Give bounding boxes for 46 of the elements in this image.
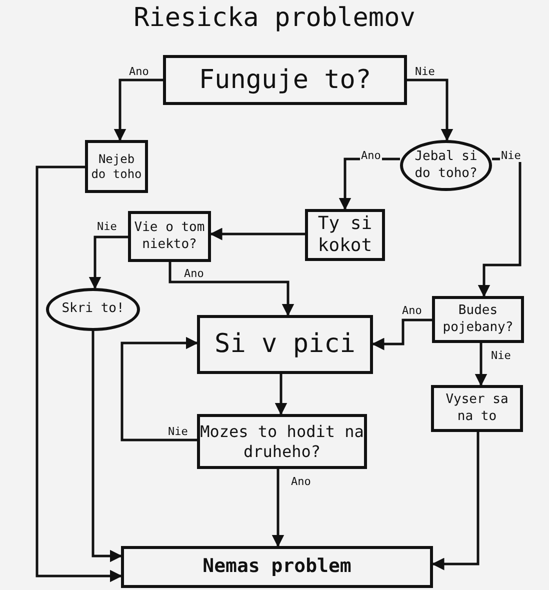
node-text: Skri to! [62,301,124,318]
arrow [88,236,128,290]
arrow [474,343,488,386]
edge-label: Ano [183,268,205,280]
node-text: Vie o tom niekto? [133,220,206,253]
arrow [92,331,122,562]
edge-label: Ano [290,476,312,488]
arrow [432,432,480,570]
arrow [120,336,198,442]
arrow [338,158,400,210]
arrow [272,469,284,548]
diagram-title: Riesicka problemov [132,2,416,35]
node-text: Mozes to hodit na druheho? [200,422,364,462]
edge-label: Nie [490,350,512,362]
arrow [372,318,432,350]
arrow [210,228,305,240]
edge-label: Nie [96,221,118,234]
process-box [121,546,433,588]
arrow [407,78,454,142]
node-text: Funguje to? [198,64,372,96]
arrow [168,262,294,316]
process-box [197,315,373,374]
edge-label: Nie [500,150,522,162]
edge-label: Ano [128,66,150,78]
process-box [163,55,407,105]
arrow [274,374,288,416]
node-text: Jebal si do toho? [414,149,478,182]
node-text: Ty si kokot [316,212,374,258]
node-text: Vyser sa na to [444,392,510,425]
edge-label: Ano [401,305,423,318]
process-box [432,296,524,343]
node-text: Budes pojebany? [442,303,514,336]
edge-label: Nie [167,426,189,438]
edge-label: Ano [360,150,382,162]
arrow [36,166,122,582]
node-text: Si v pici [214,328,356,361]
node-text: Nemas problem [202,555,352,579]
process-box [128,211,211,262]
edge-label: Nie [414,66,436,78]
arrow [114,78,163,142]
process-box [85,140,148,193]
process-box [305,209,385,261]
process-box [431,385,523,432]
arrow [478,158,522,298]
process-box [197,414,367,469]
node-text: Nejeb do toho [90,152,143,182]
